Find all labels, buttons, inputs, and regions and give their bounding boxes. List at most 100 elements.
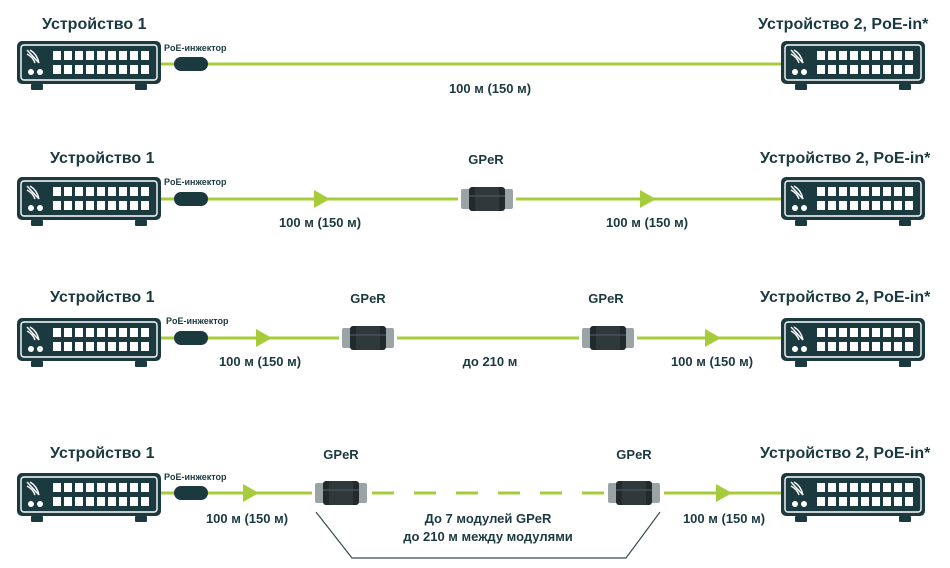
wifi-icon xyxy=(26,481,40,496)
led-icon xyxy=(801,346,807,352)
row2-gper-title: GPeR xyxy=(468,152,504,167)
port-icon xyxy=(97,201,105,210)
port-icon xyxy=(119,328,127,337)
device-foot xyxy=(795,84,807,90)
port-icon xyxy=(839,65,847,74)
port-icon xyxy=(141,65,149,74)
port-icon xyxy=(828,328,836,337)
port-icon xyxy=(130,65,138,74)
wifi-icon xyxy=(790,330,800,341)
wifi-icon xyxy=(790,49,804,64)
port-icon xyxy=(894,51,902,60)
port-icon xyxy=(861,483,869,492)
port-icon xyxy=(97,187,105,196)
row2-device1 xyxy=(17,177,161,226)
port-icon xyxy=(64,201,72,210)
port-icon xyxy=(883,328,891,337)
port-icon xyxy=(883,65,891,74)
port-icon xyxy=(817,51,825,60)
device-foot xyxy=(135,220,147,226)
row4-device1 xyxy=(17,473,161,522)
gper-core xyxy=(475,187,499,211)
device-frame xyxy=(784,44,922,81)
port-icon xyxy=(119,497,127,506)
port-icon xyxy=(75,497,83,506)
port-icon xyxy=(53,187,61,196)
port-icon xyxy=(850,65,858,74)
port-icon xyxy=(75,51,83,60)
port-icon xyxy=(861,65,869,74)
row2-distance-2: 100 м (150 м) xyxy=(605,215,689,230)
device-frame xyxy=(20,321,158,358)
port-icon xyxy=(119,201,127,210)
row4-note-line2: до 210 м между модулями xyxy=(403,529,573,544)
port-icon xyxy=(905,201,913,210)
port-icon xyxy=(850,51,858,60)
port-icon xyxy=(894,201,902,210)
port-icon xyxy=(828,65,836,74)
row1-device2-title: Устройство 2, PoE-in* xyxy=(758,16,929,33)
port-icon xyxy=(817,65,825,74)
port-icon xyxy=(75,483,83,492)
device-foot xyxy=(135,84,147,90)
poe-injector-icon xyxy=(174,486,208,500)
port-icon xyxy=(894,483,902,492)
led-icon xyxy=(28,501,34,507)
port-icon xyxy=(861,342,869,351)
port-icon xyxy=(861,187,869,196)
gper-module-icon xyxy=(582,326,634,350)
poe-injector-icon xyxy=(174,192,208,206)
port-icon xyxy=(141,497,149,506)
port-icon xyxy=(141,342,149,351)
port-icon xyxy=(119,187,127,196)
port-icon xyxy=(141,328,149,337)
led-icon xyxy=(37,501,43,507)
port-icon xyxy=(839,51,847,60)
port-icon xyxy=(894,65,902,74)
port-icon xyxy=(64,187,72,196)
row4-device2 xyxy=(781,473,925,522)
device-foot xyxy=(899,220,911,226)
port-icon xyxy=(86,483,94,492)
port-icon xyxy=(86,342,94,351)
port-icon xyxy=(119,65,127,74)
row2-device2 xyxy=(781,177,925,226)
device-foot xyxy=(31,84,43,90)
led-icon xyxy=(801,205,807,211)
port-icon xyxy=(53,483,61,492)
port-icon xyxy=(828,51,836,60)
port-icon xyxy=(108,328,116,337)
port-icon xyxy=(53,328,61,337)
port-icon xyxy=(894,342,902,351)
port-icon xyxy=(64,483,72,492)
led-icon xyxy=(792,346,798,352)
port-icon xyxy=(130,328,138,337)
port-icon xyxy=(75,187,83,196)
port-icon xyxy=(75,65,83,74)
port-icon xyxy=(905,187,913,196)
row1-injector-label: PoE-инжектор xyxy=(164,43,227,53)
row1-device2 xyxy=(781,41,925,90)
wifi-icon xyxy=(26,326,40,341)
row3-distance-3: 100 м (150 м) xyxy=(670,354,754,369)
port-icon xyxy=(141,201,149,210)
injector-body xyxy=(174,57,208,71)
port-icon xyxy=(839,497,847,506)
port-icon xyxy=(97,51,105,60)
port-icon xyxy=(64,51,72,60)
row3-device2 xyxy=(781,318,925,367)
port-icon xyxy=(130,483,138,492)
port-icon xyxy=(894,497,902,506)
poe-injector-icon xyxy=(174,331,208,345)
injector-body xyxy=(174,486,208,500)
port-icon xyxy=(894,328,902,337)
port-icon xyxy=(130,497,138,506)
port-icon xyxy=(141,187,149,196)
port-icon xyxy=(97,483,105,492)
port-icon xyxy=(828,342,836,351)
device-foot xyxy=(795,220,807,226)
wifi-icon xyxy=(793,49,804,64)
port-icon xyxy=(872,201,880,210)
row4-gper1-title: GPeR xyxy=(323,447,359,462)
